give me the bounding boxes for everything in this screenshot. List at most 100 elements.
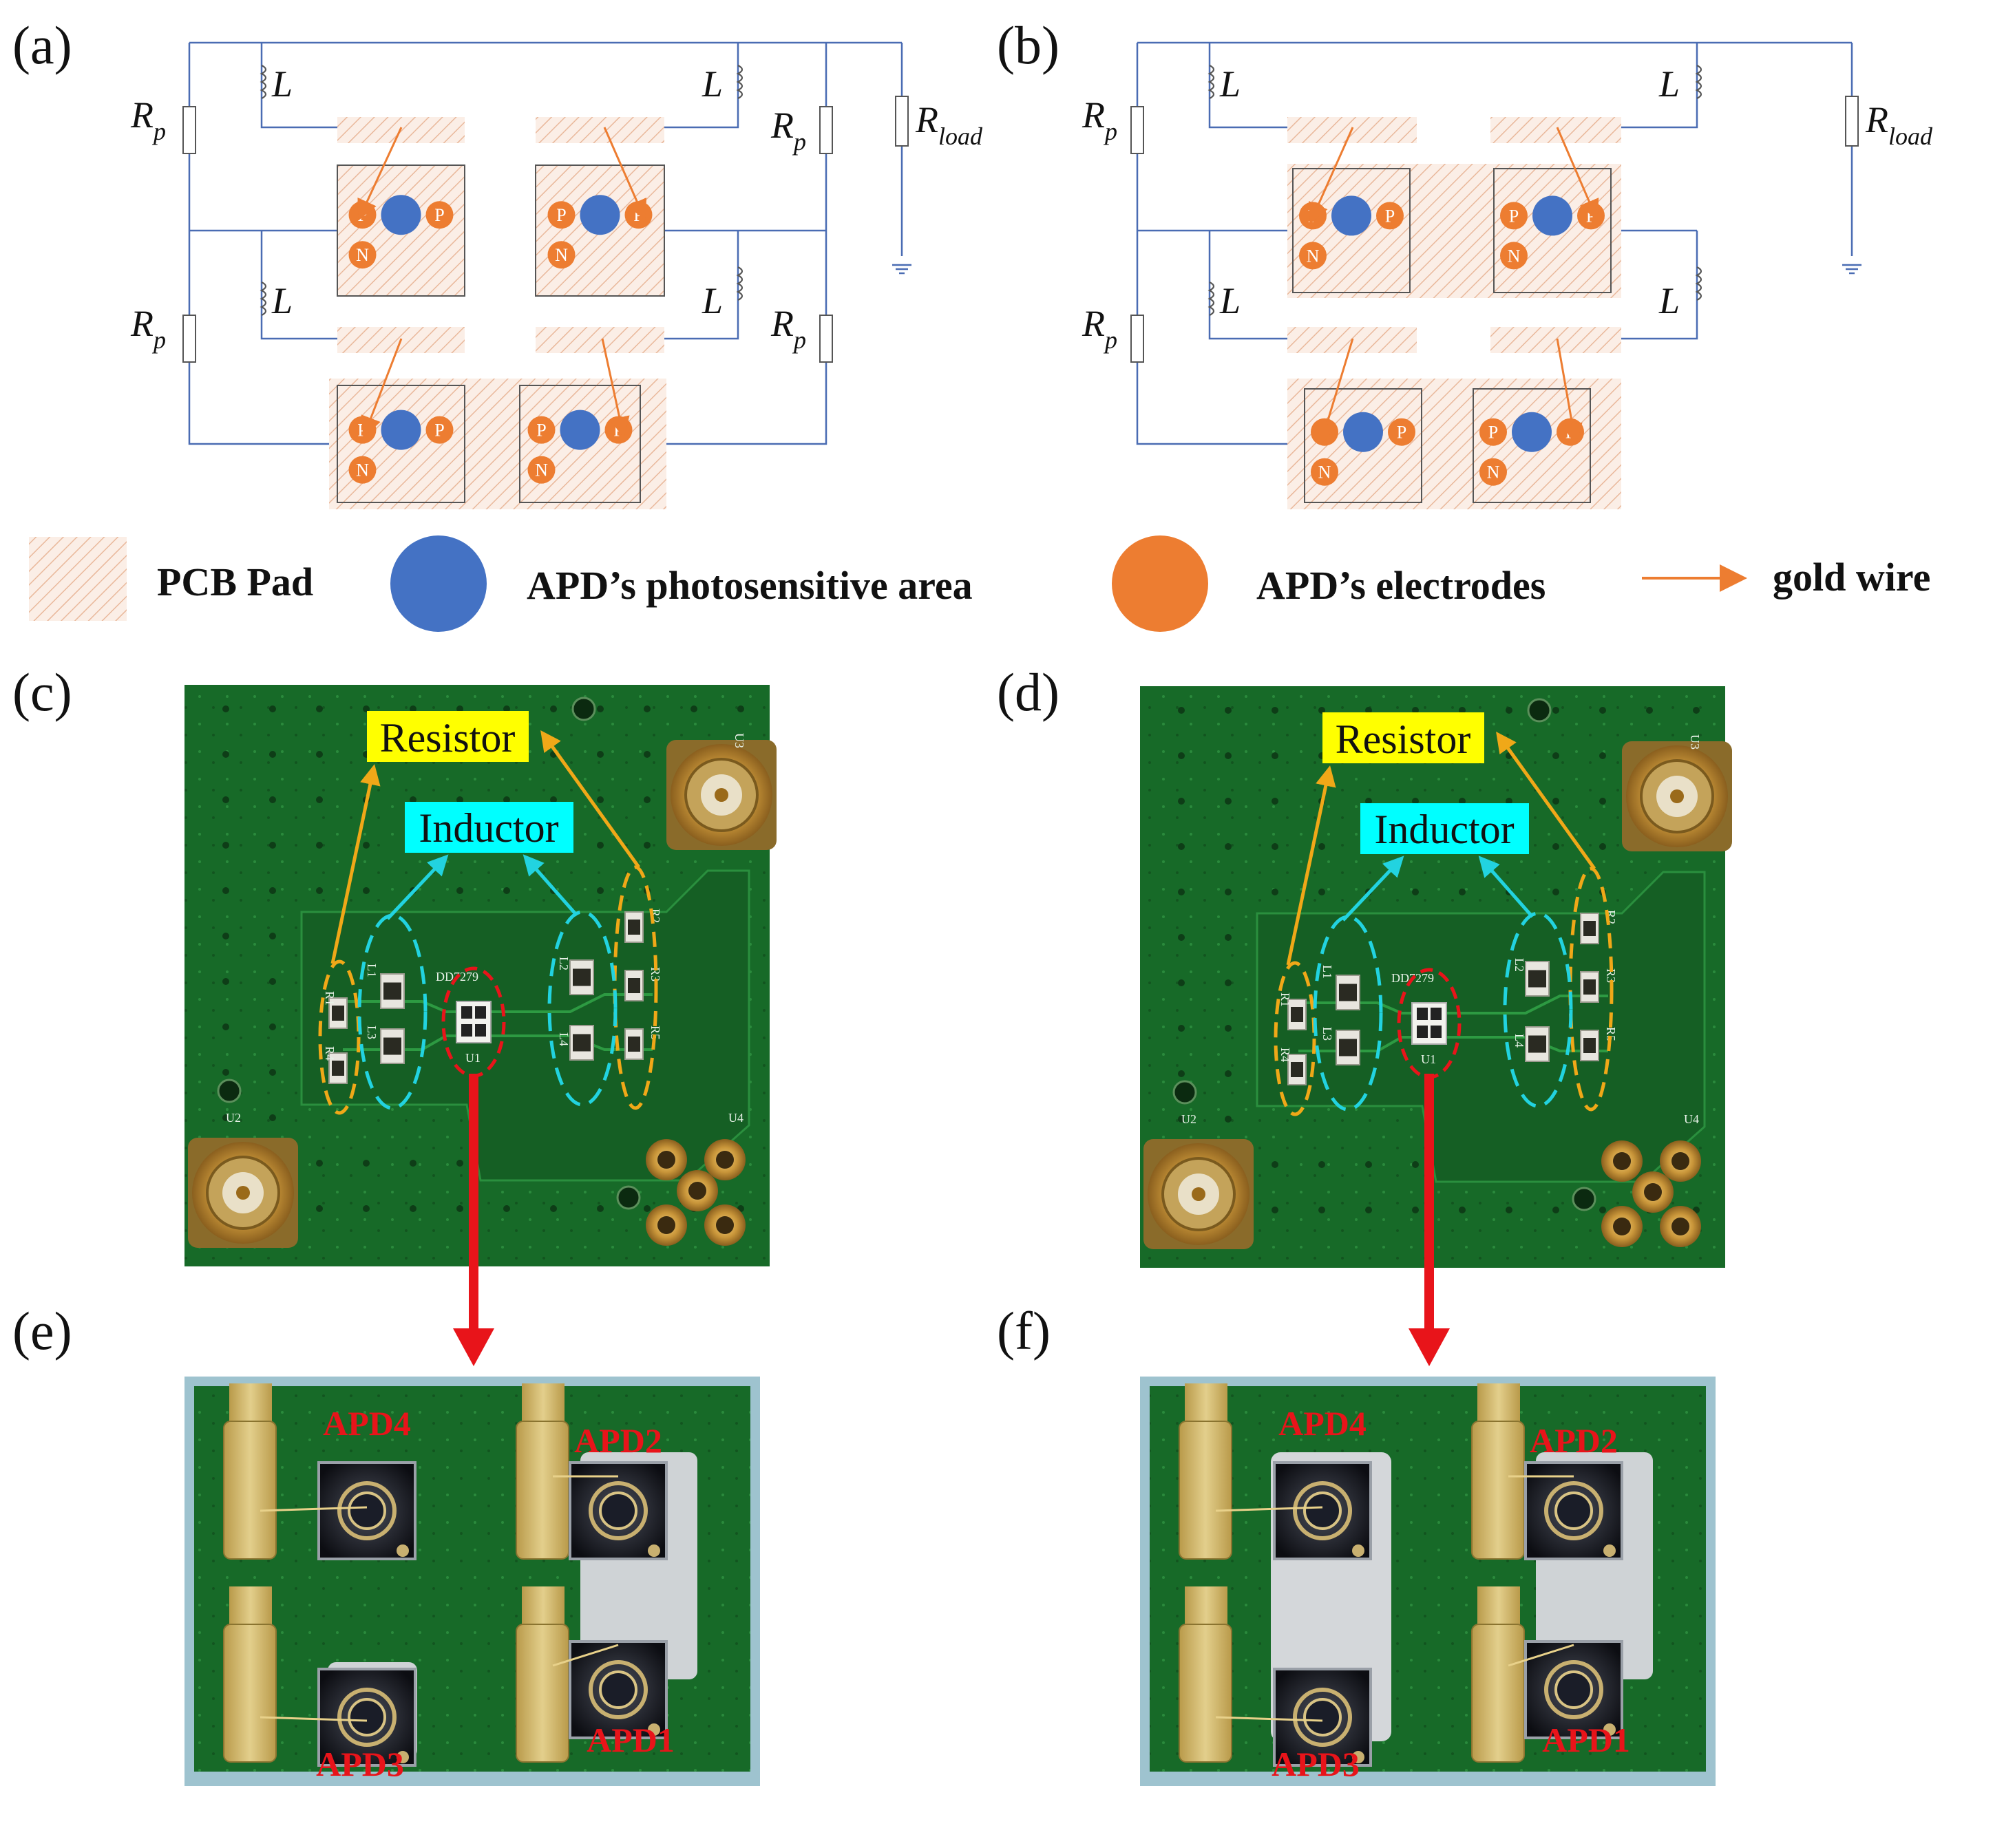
smd-center	[1339, 984, 1357, 1001]
apd-guard-ring	[337, 1481, 397, 1540]
panel-label-e: (e)	[12, 1301, 72, 1361]
smd-center	[1528, 970, 1546, 988]
electrode-p: P	[348, 201, 377, 229]
pcb-via-dot	[316, 1160, 323, 1167]
pcb-via-dot	[1272, 707, 1278, 714]
pcb-via-dot	[1318, 707, 1325, 714]
pcb-via-dot	[644, 751, 651, 758]
pcb-via-dot	[1506, 707, 1512, 714]
pcb-via-dot	[410, 1160, 416, 1167]
apd-bond-point	[1352, 1751, 1364, 1763]
pcb-via-dot	[503, 887, 510, 894]
smd-component	[569, 959, 594, 995]
electrode-n: N	[348, 456, 377, 484]
smd-component	[624, 970, 644, 1001]
apd-chip	[1524, 1461, 1623, 1560]
pcb-via-dot	[1225, 707, 1232, 714]
electrode-dot	[1500, 202, 1528, 230]
apd-guard-ring	[589, 1481, 648, 1540]
electrode-dot	[1500, 242, 1528, 270]
smd-component	[380, 973, 405, 1009]
apd-chip	[1273, 1668, 1372, 1767]
smd-component	[624, 911, 644, 943]
resistor-body	[895, 96, 909, 147]
electrode-dot	[1479, 418, 1507, 446]
silkscreen-label: U2	[1181, 1112, 1196, 1126]
pcb-via-dot	[1272, 798, 1278, 805]
ground-symbol	[1842, 264, 1861, 275]
electrode-dot	[547, 201, 576, 229]
pcb-via-dot	[363, 1205, 370, 1212]
pcb-via-dot	[222, 1023, 229, 1030]
gold-bond-pad	[1471, 1624, 1525, 1763]
gold-bond-pad	[1471, 1421, 1525, 1560]
inductor-label: L	[271, 280, 293, 321]
pcb-via-dot	[269, 933, 276, 939]
smd-component	[569, 1025, 594, 1061]
inductor-label: L	[1658, 63, 1680, 105]
gold-wire	[601, 338, 630, 438]
inductor-arrow	[386, 854, 449, 920]
pcb-via-dot	[1178, 979, 1185, 986]
apd-die	[475, 1024, 486, 1037]
apd-photosensitive-area	[1331, 195, 1371, 236]
pcb-via-dot	[269, 705, 276, 712]
electrode-dot	[1299, 242, 1327, 270]
pcb-via-dot	[1272, 1161, 1278, 1168]
apd-chip	[1524, 1640, 1623, 1739]
smd-component	[1580, 913, 1599, 944]
pcb-via-dot	[1178, 798, 1185, 805]
gold-bond-pad	[516, 1421, 569, 1560]
smd-component	[328, 1052, 348, 1084]
smd-center	[1583, 1038, 1596, 1053]
electrode-p: P	[348, 416, 377, 444]
legend-electrodes-label: APD’s electrodes	[1256, 563, 1546, 608]
apd-photosensitive-area	[1512, 412, 1552, 452]
silkscreen-label: L4	[557, 1032, 571, 1046]
silkscreen-label: U1	[1421, 1052, 1436, 1066]
electrode-p: P	[527, 416, 556, 444]
pcb-via-dot	[269, 842, 276, 849]
legend-pcb-pad-swatch	[29, 537, 127, 621]
smd-center	[628, 978, 640, 993]
silkscreen-label: R4	[323, 1046, 337, 1061]
pcb-via-dot	[1318, 1161, 1325, 1168]
inductor-highlight	[1503, 911, 1573, 1108]
via-pad	[1660, 1206, 1701, 1247]
gold-wire	[603, 127, 647, 221]
resistor-label-box	[1322, 712, 1484, 763]
resistor-highlight	[1274, 961, 1316, 1116]
resistor-body	[1845, 96, 1859, 147]
resistor-arrow	[1286, 765, 1336, 966]
smd-component	[1287, 1054, 1307, 1085]
pcb-via-dot	[1459, 707, 1466, 714]
wire	[664, 43, 739, 129]
via-hole	[1613, 1152, 1631, 1170]
panel-label-c: (c)	[12, 662, 72, 722]
smd-component	[380, 1028, 405, 1064]
pcb-via-dot	[1178, 843, 1185, 850]
wire	[664, 231, 739, 340]
smd-component	[1580, 971, 1599, 1003]
silkscreen-label: R4	[1278, 1048, 1292, 1062]
gold-wire	[1556, 338, 1583, 445]
pcb-via-dot	[644, 705, 651, 712]
electrode-dot	[527, 456, 556, 484]
apd-die	[317, 1668, 416, 1767]
apd-die	[1431, 1008, 1442, 1020]
pcb-via-dot	[1412, 798, 1419, 805]
apd-active-area	[599, 1491, 637, 1530]
smd-center	[1291, 1007, 1303, 1022]
inductor-symbol	[1207, 65, 1215, 99]
apd-label-apd1: APD1	[1542, 1721, 1630, 1759]
electrode-dot	[348, 456, 377, 484]
callout-arrow-head	[453, 1328, 494, 1366]
pcb-via-dot	[316, 796, 323, 803]
pcb-via-dot	[222, 887, 229, 894]
resistor-arrow	[1496, 731, 1596, 870]
pcb-via-dot	[1552, 843, 1559, 850]
rload-label: Rload	[1865, 99, 1933, 150]
